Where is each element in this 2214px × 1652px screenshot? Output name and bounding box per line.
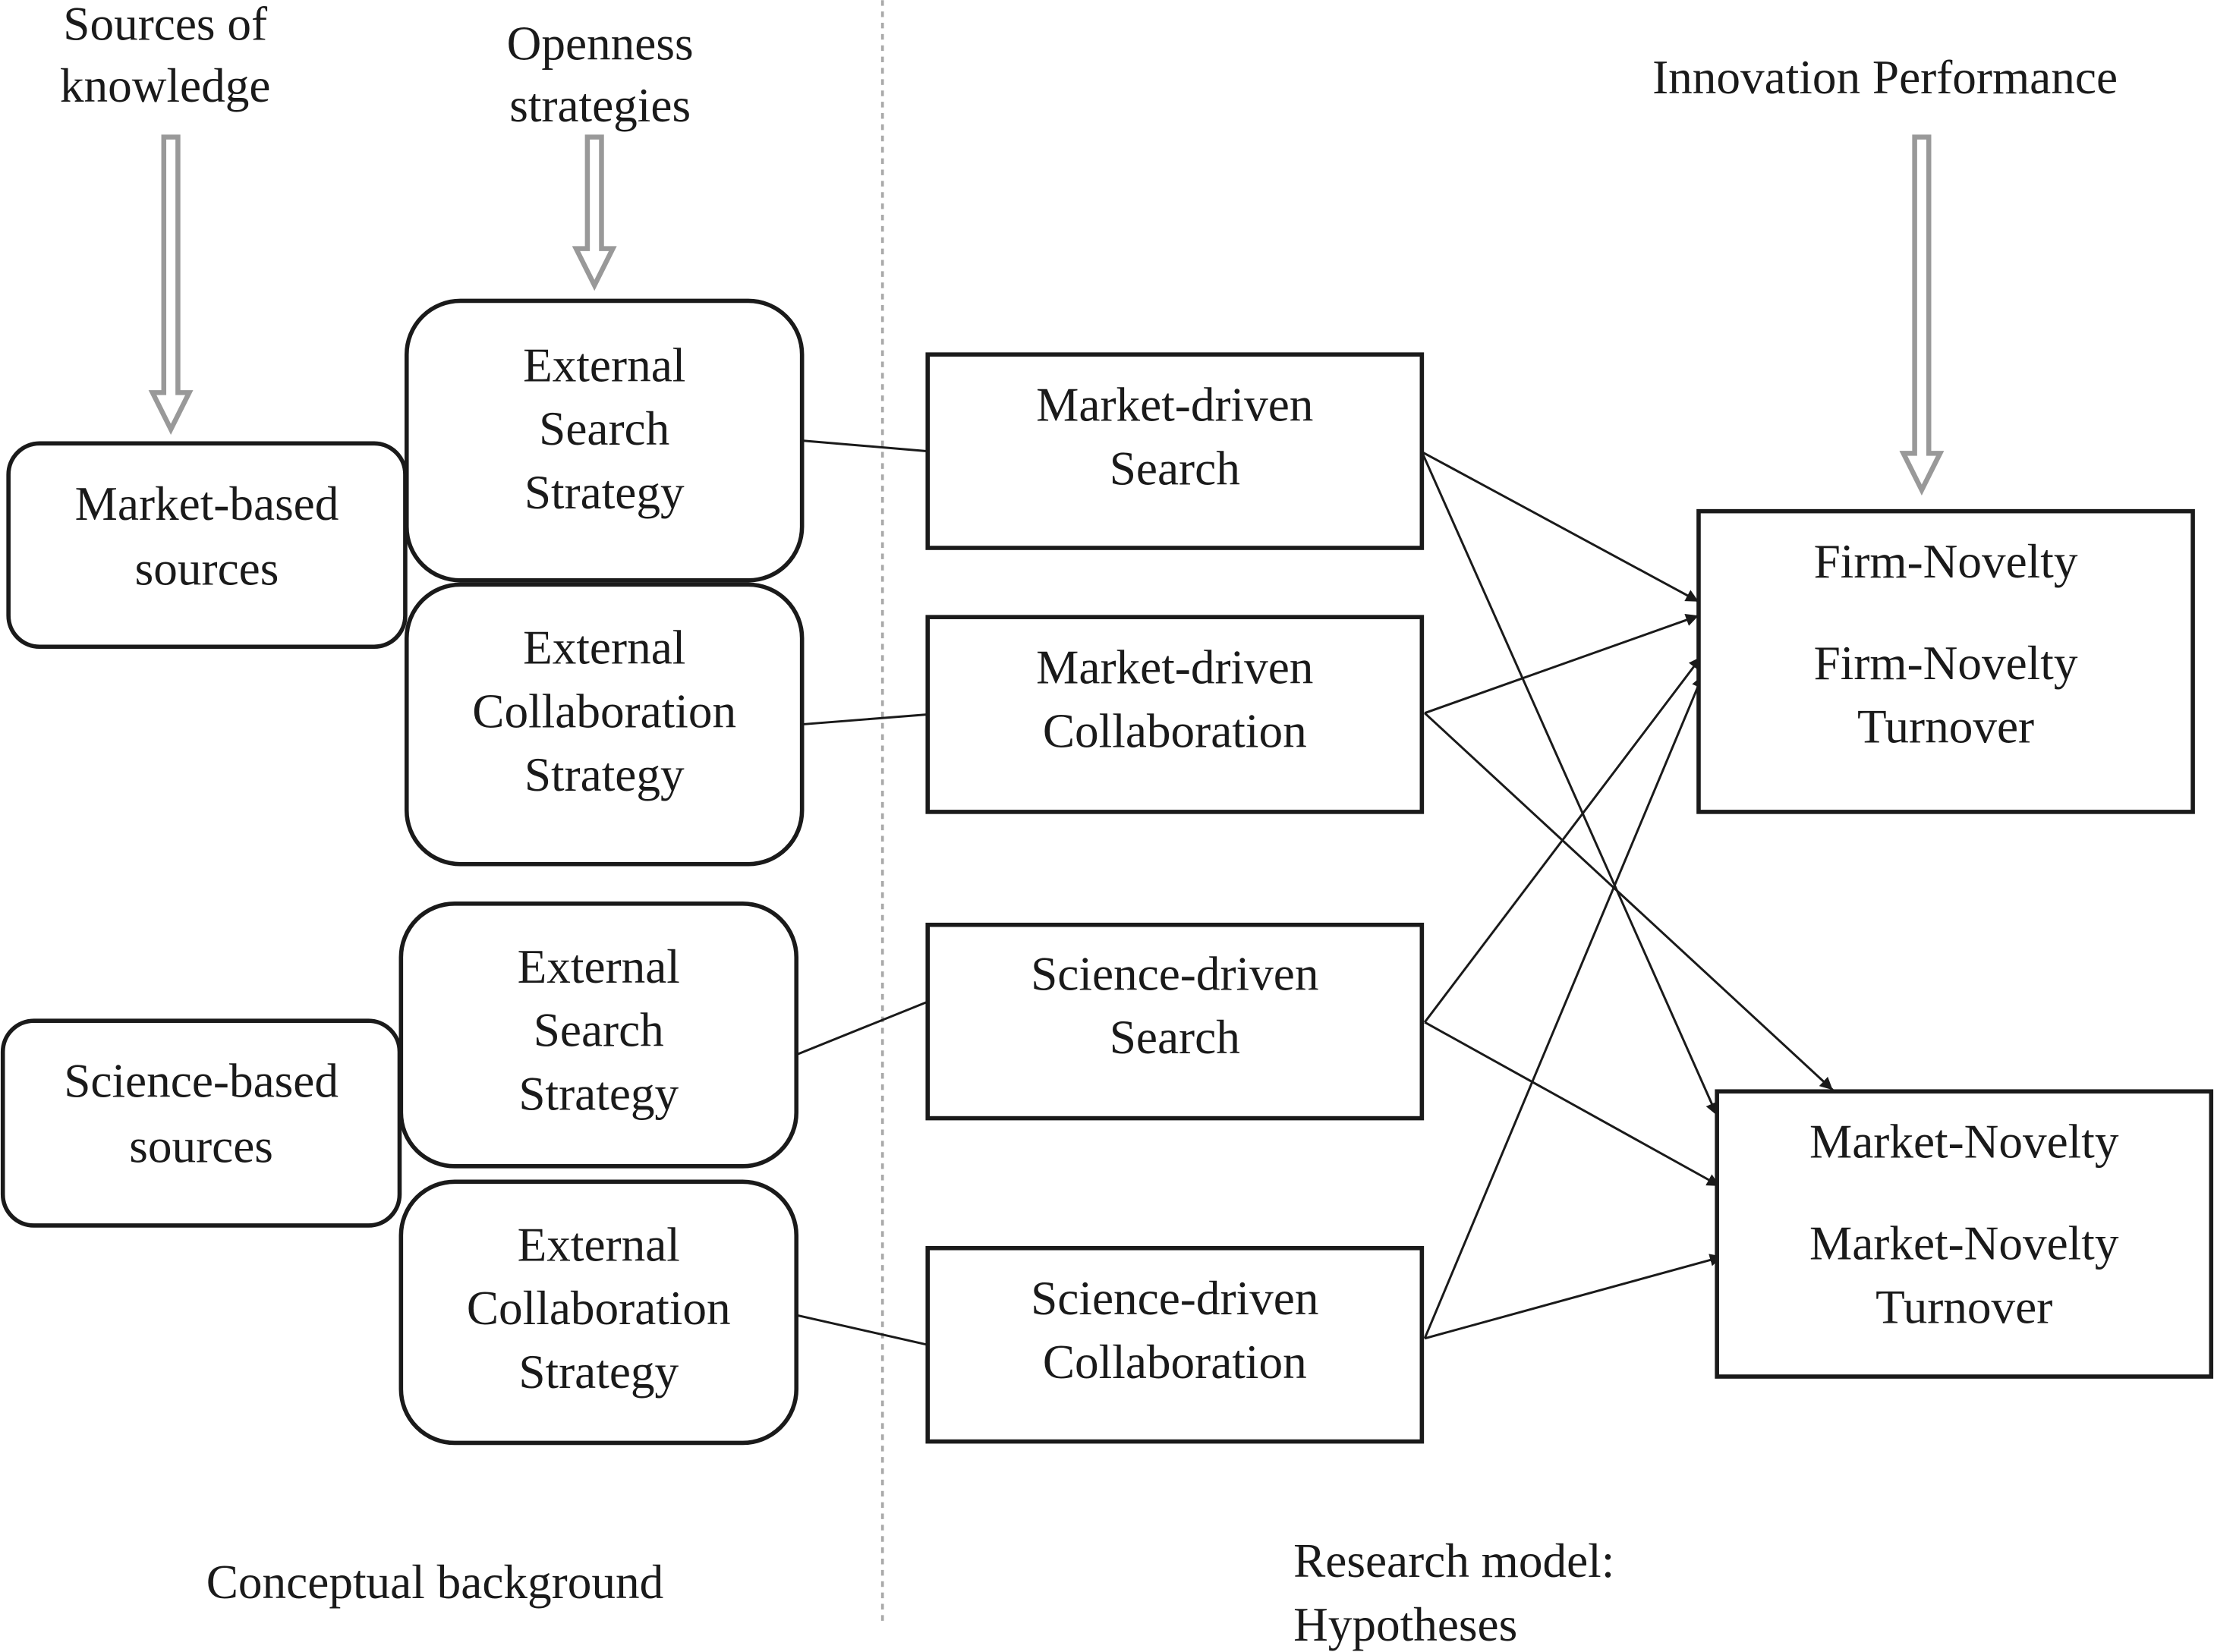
conceptual-background-label: Conceptual background <box>206 1556 663 1609</box>
strategy-label: Collaboration <box>472 684 736 738</box>
outcome-label: Turnover <box>1875 1280 2052 1333</box>
sd-search-box <box>925 922 1425 1121</box>
driver-label: Market-driven <box>1036 641 1313 694</box>
driver-label: Search <box>1110 1011 1240 1064</box>
strategy-label: External <box>523 338 685 392</box>
hypothesis-arrow <box>1421 451 1699 603</box>
hypothesis-arrow <box>1424 1254 1723 1340</box>
md-collab-box <box>925 615 1425 814</box>
strategy-label: External <box>518 940 680 993</box>
md-search-box <box>925 352 1425 550</box>
openness-header: Openness <box>507 17 694 70</box>
research-model-label: Research model: <box>1293 1534 1614 1587</box>
strategy-label: External <box>518 1218 680 1271</box>
openness-down-arrow-icon <box>572 134 617 291</box>
strategy-driver-connector <box>802 713 928 726</box>
hypothesis-arrow <box>1423 674 1704 1339</box>
sources-down-arrow-icon <box>148 134 194 436</box>
openness-header: strategies <box>509 79 691 132</box>
driver-label: Market-driven <box>1036 379 1313 432</box>
source-label: Market-based <box>75 477 339 530</box>
s-search-strategy-box <box>398 902 799 1169</box>
outcome-label: Market-Novelty <box>1809 1115 2119 1169</box>
outcome-label: Firm-Novelty <box>1814 637 2078 690</box>
source-label: Science-based <box>64 1055 339 1108</box>
innovation-header: Innovation Performance <box>1652 51 2118 104</box>
sources-header: Sources of <box>63 0 268 50</box>
driver-label: Collaboration <box>1043 704 1307 757</box>
strategy-label: Strategy <box>518 1067 679 1120</box>
firm-outcome-box <box>1696 508 2195 814</box>
hypothesis-arrow <box>1420 451 1718 1116</box>
strategy-label: Strategy <box>524 748 685 801</box>
hypothesis-arrow <box>1424 1021 1721 1188</box>
s-collab-strategy-box <box>398 1179 799 1446</box>
driver-label: Science-driven <box>1031 947 1318 1000</box>
strategy-driver-connector <box>795 1000 928 1056</box>
strategy-label: Search <box>539 402 669 455</box>
strategy-driver-connector <box>795 1314 928 1346</box>
innovation-down-arrow-icon <box>1899 134 1945 496</box>
science-sources-box <box>0 1018 402 1228</box>
hypothesis-arrow <box>1424 712 1834 1091</box>
driver-label: Science-driven <box>1031 1272 1318 1325</box>
sources-header: knowledge <box>60 59 271 112</box>
outcome-label: Turnover <box>1857 700 2034 754</box>
strategy-driver-connector <box>802 439 928 453</box>
hypothesis-arrow <box>1423 656 1702 1023</box>
outcome-label: Market-Novelty <box>1809 1217 2119 1270</box>
driver-label: Collaboration <box>1043 1336 1307 1389</box>
m-collab-strategy-box <box>404 582 805 867</box>
market-nov-outcome-box <box>1715 1089 2214 1379</box>
research-model-label: Hypotheses <box>1293 1598 1517 1651</box>
source-label: sources <box>129 1119 273 1172</box>
strategy-label: Strategy <box>524 466 685 519</box>
outcome-label: Firm-Novelty <box>1814 535 2078 588</box>
m-search-strategy-box <box>404 298 805 583</box>
market-sources-box <box>6 441 408 650</box>
hypothesis-arrow <box>1424 614 1699 715</box>
source-label: sources <box>135 542 279 595</box>
strategy-label: External <box>523 621 685 675</box>
strategy-label: Strategy <box>518 1345 679 1399</box>
driver-label: Search <box>1110 442 1240 495</box>
strategy-label: Search <box>534 1004 664 1057</box>
sd-collab-box <box>925 1245 1425 1444</box>
strategy-label: Collaboration <box>467 1282 731 1335</box>
